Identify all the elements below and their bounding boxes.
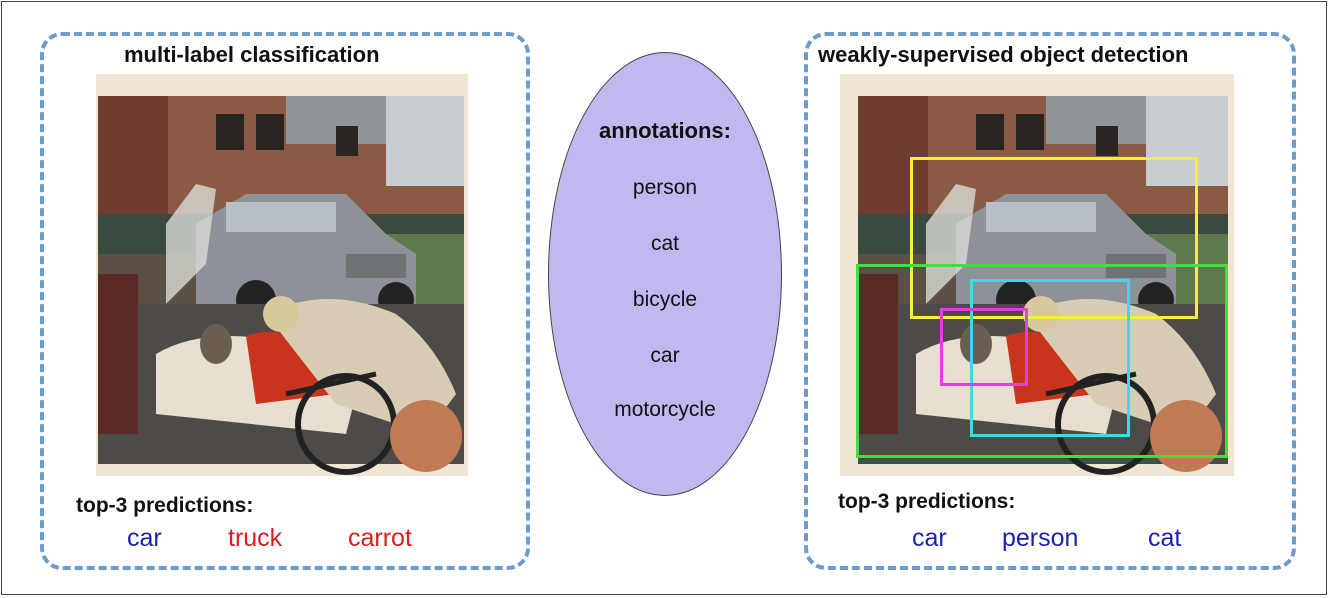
person-bounding-box — [970, 279, 1130, 437]
weakly-supervised-detection-panel — [804, 32, 1296, 570]
car-bounding-box — [910, 157, 1198, 319]
annotation-item: person — [632, 176, 698, 199]
left-panel-title: multi-label classification — [124, 42, 380, 67]
left-prediction-1: car — [127, 524, 162, 552]
right-prediction-3: cat — [1148, 524, 1182, 552]
right-prediction-2: person — [1002, 524, 1079, 552]
right-photo — [840, 74, 1234, 476]
left-prediction-2: truck — [228, 524, 283, 552]
left-photo — [96, 74, 468, 476]
annotation-item: motorcycle — [614, 398, 716, 421]
annotation-item: cat — [650, 232, 679, 255]
annotations-title: annotations: — [599, 118, 731, 143]
left-predictions-heading: top-3 predictions: — [76, 494, 254, 517]
cat-bounding-box — [940, 308, 1028, 386]
right-predictions-heading: top-3 predictions: — [838, 490, 1016, 513]
right-prediction-1: car — [912, 524, 947, 552]
annotation-item: car — [650, 344, 680, 367]
motorcycle-bounding-box — [856, 264, 1228, 458]
annotation-item: bicycle — [632, 288, 698, 311]
left-prediction-3: carrot — [348, 524, 412, 552]
street-scene-image — [96, 74, 468, 476]
right-panel-title: weakly-supervised object detection — [818, 42, 1189, 67]
annotations-ellipse — [548, 52, 782, 496]
multi-label-classification-panel — [40, 32, 530, 570]
